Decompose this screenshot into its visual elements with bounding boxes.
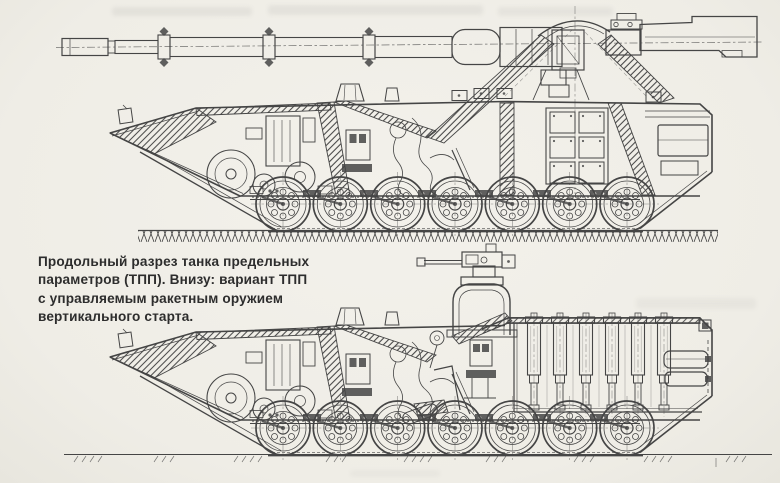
figure-caption: Продольный разрез танка предельных парам… [38,253,372,327]
ground-hatch-band [138,229,718,242]
glacis-hatch-wedge [451,312,513,345]
gun-barrel [55,15,763,68]
bleed-through-ghost [350,470,440,477]
bleed-through-ghost [268,5,483,15]
crew-station [402,330,496,425]
vertical-missile-tubes [513,312,702,418]
bleed-through-ghost [636,298,756,309]
ground-line [64,454,772,467]
ammo-compartment [499,102,709,196]
bleed-through-ghost [112,7,252,16]
turret [426,6,675,194]
caption-line: параметров (ТПП). Внизу: вариант ТПП [38,272,308,288]
caption-line: Продольный разрез танка предельных [38,254,310,269]
caption-line: вертикального старта. [38,309,194,325]
bleed-through-ghost [498,7,613,16]
machine-gun-station [416,243,518,338]
caption-line: с управляемым ракетным оружием [38,290,284,306]
top-tank-cutaway [55,6,763,242]
bottom-tank-cutaway [64,243,772,467]
rear-fuel-tanks [663,350,711,387]
